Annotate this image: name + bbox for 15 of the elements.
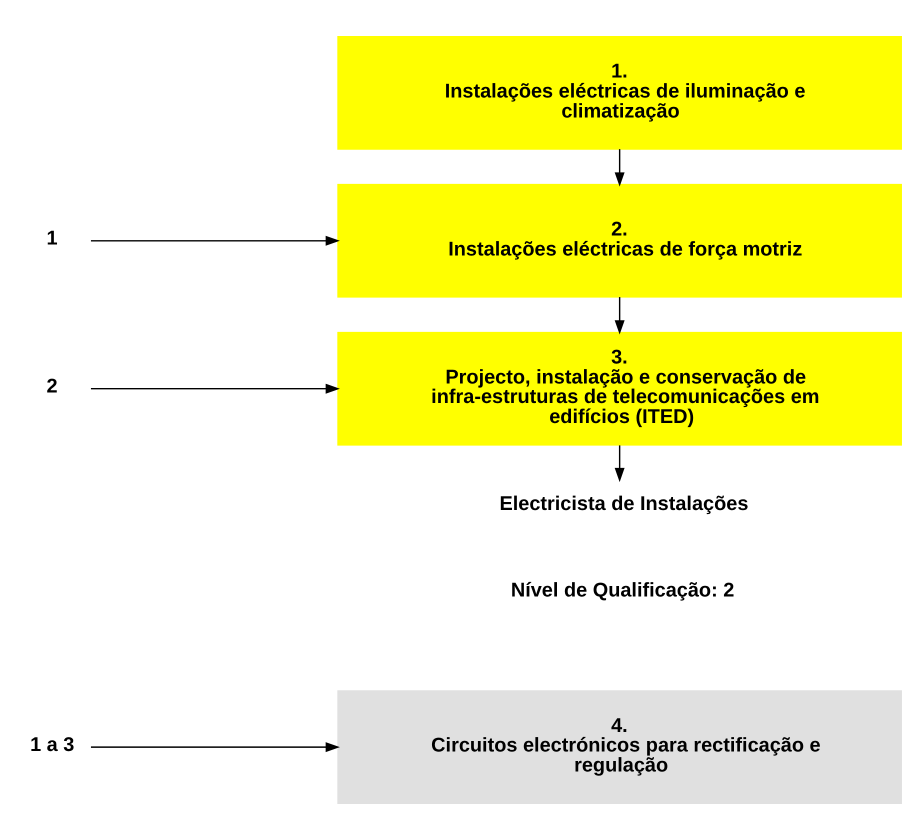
arrow [614, 148, 625, 186]
node-text: Electricista de Instalações [499, 492, 748, 514]
node-box: 2. Instalações eléctricas de força motriz [337, 183, 902, 298]
arrow [614, 296, 625, 334]
node-text: 1 [46, 227, 58, 250]
arrow [90, 235, 340, 246]
arrow [90, 742, 340, 752]
node-text: 2 [46, 375, 58, 398]
node-box: 3. Projecto, instalação e conservação de infra-estruturas de telecomunicações em edifícios (ITED) [337, 331, 902, 446]
arrow [90, 383, 340, 394]
node-box: 4. Circuitos electrónicos para rectificação e regulação [337, 690, 902, 804]
label: Nível de Qualificação: 2 [510, 579, 734, 602]
node-box: 1. Instalações eléctricas de iluminação e climatização [337, 35, 902, 150]
node-text: 1 a 3 [30, 733, 74, 756]
arrow [614, 444, 625, 482]
